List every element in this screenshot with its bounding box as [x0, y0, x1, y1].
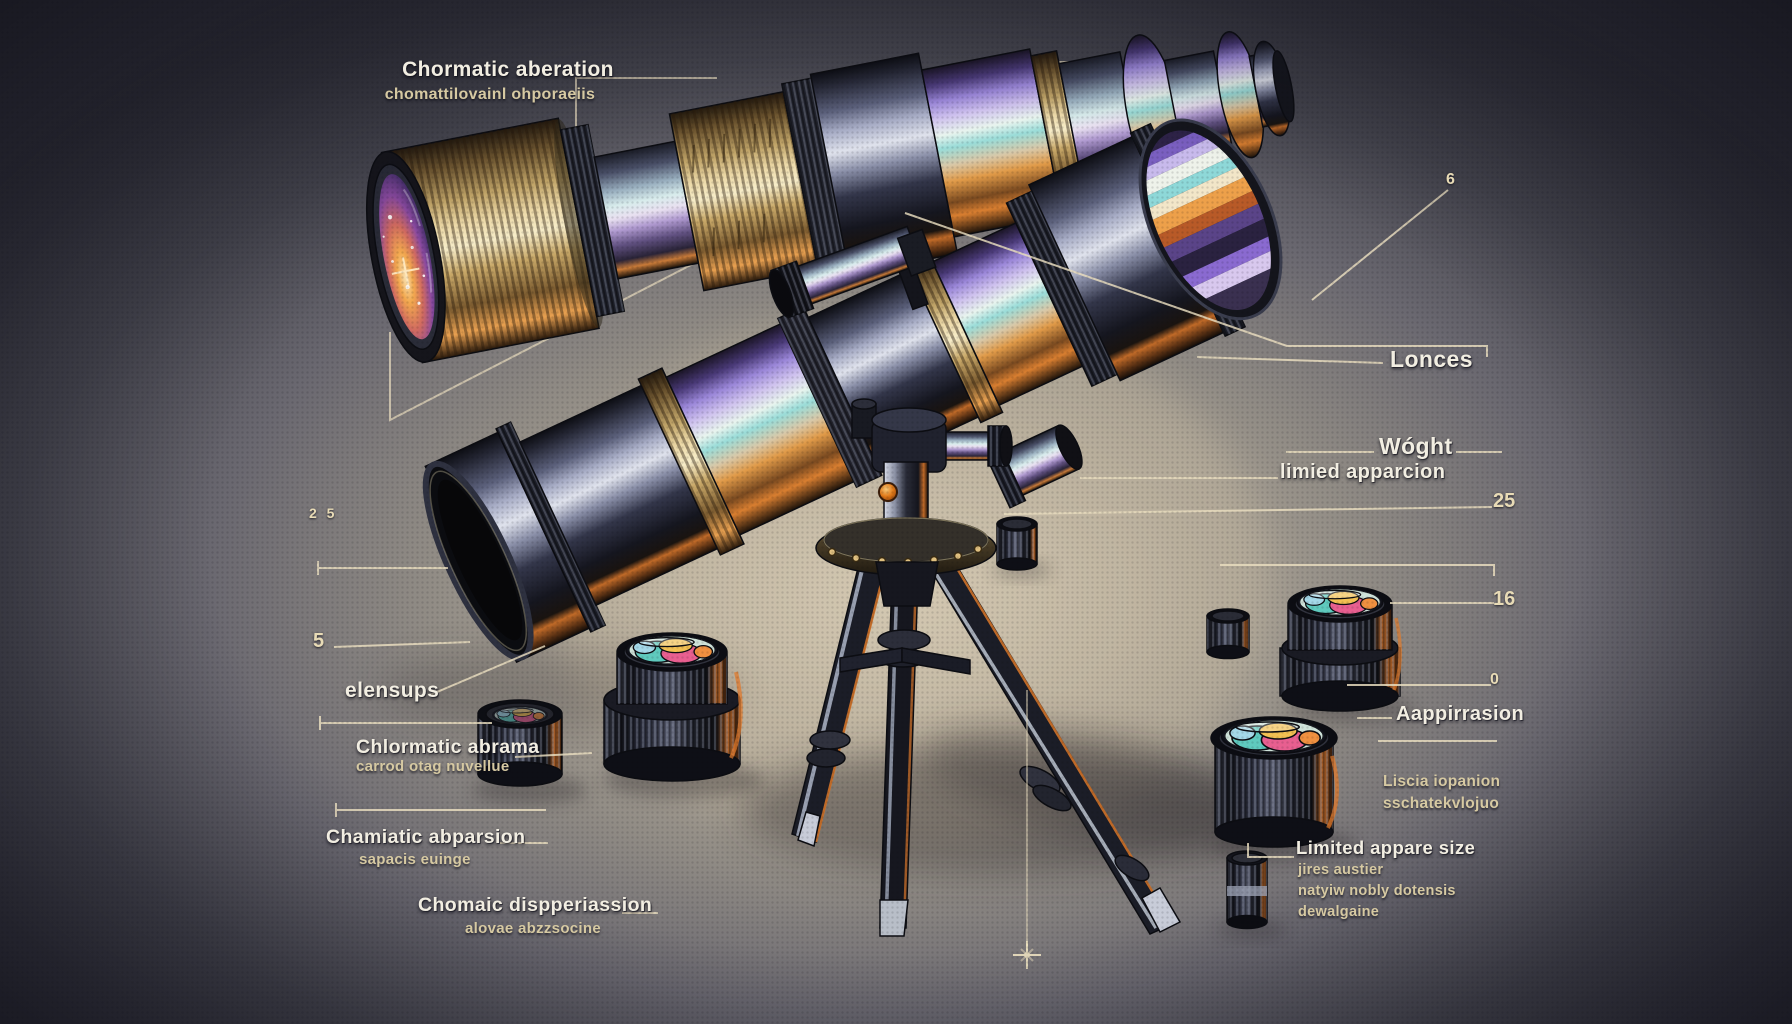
lens-cap-right-upper — [1279, 585, 1403, 712]
label-chromatic-aberration-subtitle: chomattilovainl ohporaeiis — [384, 86, 596, 103]
callout-number-25: 25 — [1493, 490, 1516, 512]
label-limited-size-title: Limited appare size — [1296, 837, 1476, 858]
callout-number-2-5: 2 5 — [309, 505, 338, 521]
callout-number-5: 5 — [313, 630, 325, 652]
knob-tiny — [1206, 608, 1250, 660]
label-dispersion-sub: alovae abzzsocine — [465, 920, 601, 937]
knob-small-right-of-tripod — [996, 516, 1038, 571]
label-chromatic-1-title: Chlormatic abrama — [356, 736, 540, 758]
label-weight: Wóght — [1379, 433, 1453, 459]
label-chromatic-2-sub: sapacis euinge — [359, 851, 471, 868]
label-lenses: Lonces — [1390, 346, 1473, 372]
lens-cap-center — [603, 632, 743, 782]
label-apparation: Aappirrasion — [1396, 703, 1525, 725]
label-limited-size-note-3: dewalgaine — [1298, 904, 1380, 920]
label-eyepieces: elensups — [345, 679, 440, 702]
label-limited-apparation: limied apparcion — [1280, 461, 1446, 483]
label-limited-size-note-2: natyiw nobly dotensis — [1298, 883, 1456, 899]
label-dispersion-title: Chomaic dispperiassion — [418, 894, 653, 916]
callout-number-16: 16 — [1493, 588, 1516, 610]
callout-number-0: 0 — [1490, 671, 1499, 688]
label-chromatic-aberration-title: Chormatic aberation — [402, 58, 614, 81]
sparkle-marker-icon — [1013, 941, 1041, 969]
label-chromatic-2-title: Chamiatic abparsion — [326, 826, 526, 848]
knob-knurled-bottom — [1226, 850, 1268, 930]
label-limited-size-note-1: jires austier — [1298, 862, 1384, 878]
lens-cap-right-lower — [1210, 716, 1339, 848]
mount-gem — [878, 482, 898, 502]
label-chromatic-1-sub: carrod otag nuvellue — [356, 758, 510, 775]
callout-number-6: 6 — [1446, 171, 1455, 188]
label-apparation-note-2: sschatekvlojuo — [1383, 795, 1500, 812]
label-apparation-note-1: Liscia iopanion — [1383, 773, 1501, 790]
